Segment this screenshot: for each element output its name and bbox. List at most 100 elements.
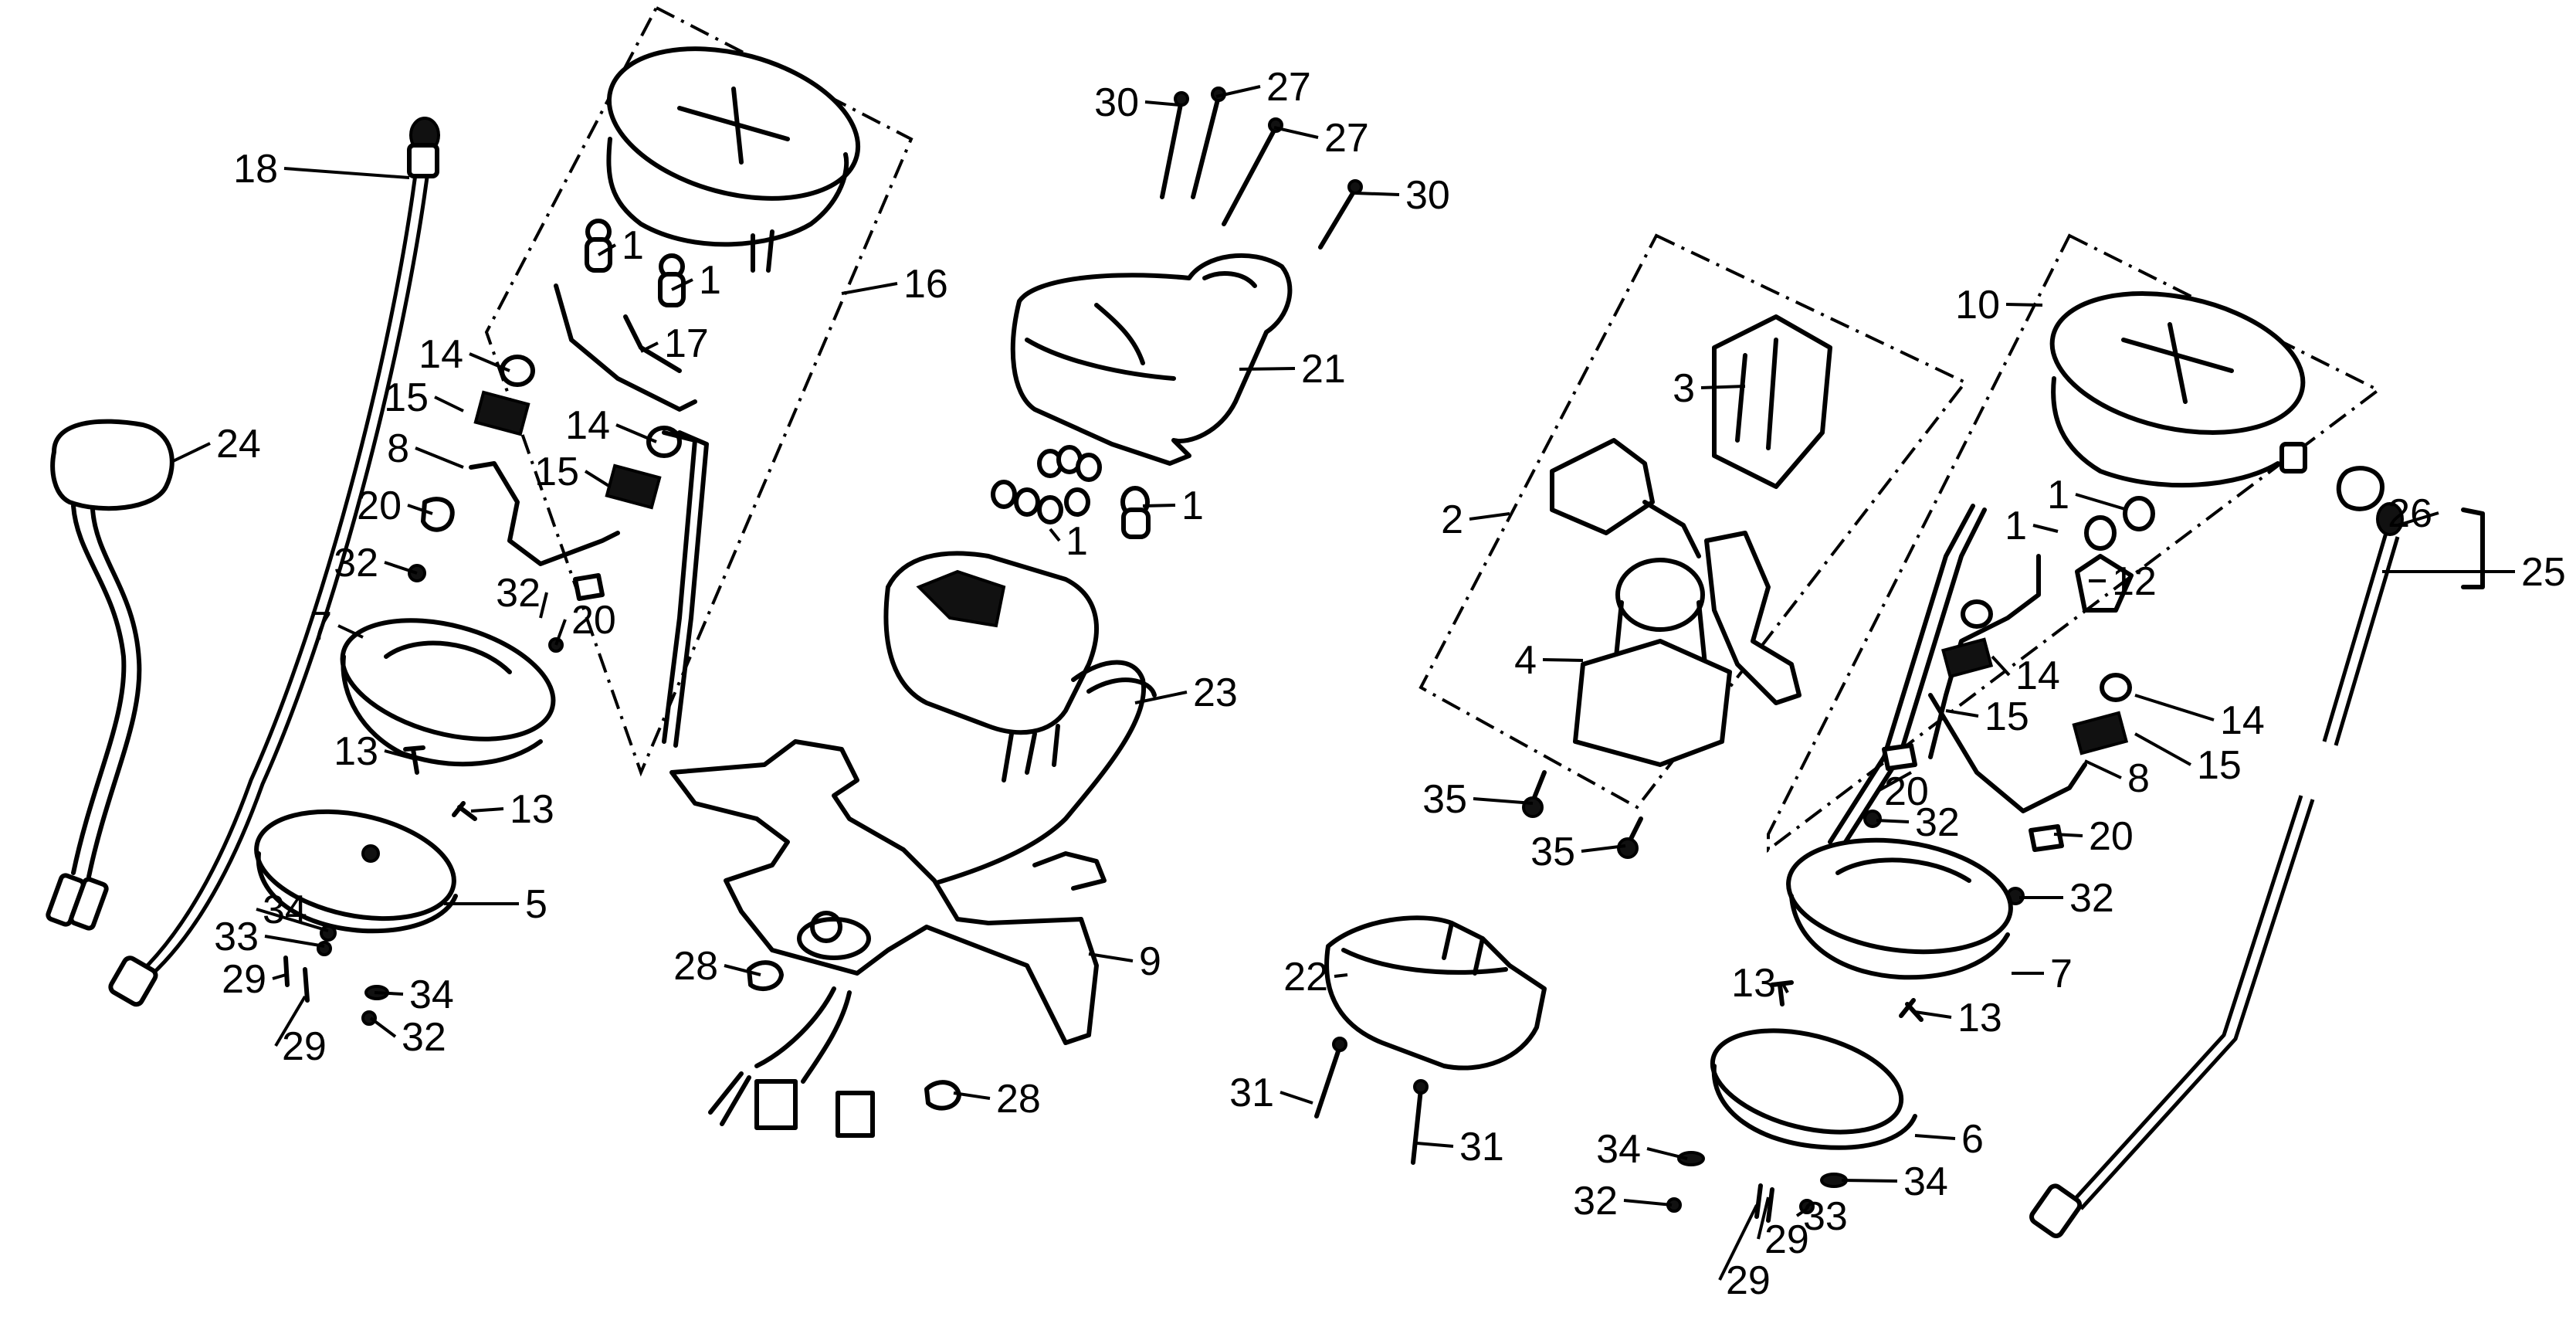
- leader-10: [2005, 303, 2043, 307]
- leader-23: [1134, 691, 1188, 704]
- leader-21: [1239, 367, 1296, 371]
- callout-1: 1: [2047, 473, 2069, 518]
- leader-35: [1473, 797, 1534, 805]
- callout-21: 21: [1301, 347, 1346, 392]
- leader-14: [1991, 655, 2011, 677]
- leader-18: [283, 167, 410, 179]
- callout-13: 13: [334, 729, 378, 774]
- callout-20: 20: [1884, 769, 1929, 814]
- callout-8: 8: [387, 426, 409, 471]
- callout-1: 1: [699, 258, 721, 303]
- leader-15: [434, 395, 464, 412]
- callout-32: 32: [402, 1015, 446, 1060]
- callout-10: 10: [1955, 283, 2000, 328]
- callout-32: 32: [496, 571, 541, 616]
- bulb-cluster: [991, 445, 1151, 539]
- mounting-bolts: [1160, 87, 1363, 249]
- leader-31: [1416, 1142, 1454, 1148]
- leader-20: [2053, 833, 2083, 837]
- leader-24: [171, 442, 211, 463]
- callout-14: 14: [565, 403, 610, 448]
- leader-22: [1334, 973, 1348, 978]
- leader-6: [1914, 1134, 1956, 1140]
- leader-29: [1718, 1204, 1758, 1281]
- leader-15: [584, 470, 612, 488]
- leader-27: [1215, 85, 1261, 98]
- leader-1: [1142, 504, 1176, 507]
- callout-14: 14: [419, 332, 463, 377]
- callout-31: 31: [1459, 1125, 1504, 1169]
- leader-lines: [171, 85, 2515, 1281]
- callout-9: 9: [1139, 939, 1161, 984]
- leader-30: [1144, 100, 1181, 107]
- indicator-switch-block: [883, 551, 1157, 898]
- leader-8: [2084, 759, 2122, 779]
- callout-8: 8: [2127, 756, 2150, 801]
- callout-16: 16: [903, 262, 948, 307]
- callout-13: 13: [1731, 961, 1776, 1006]
- leader-26: [2397, 511, 2439, 527]
- leader-3: [1700, 385, 1746, 389]
- callout-20: 20: [357, 484, 402, 528]
- callout-35: 35: [1530, 830, 1575, 874]
- callout-34: 34: [263, 888, 307, 932]
- leader-28: [953, 1091, 991, 1100]
- callout-35: 35: [1422, 777, 1467, 822]
- callout-34: 34: [1596, 1127, 1641, 1172]
- ignition-switch: [1550, 314, 1832, 767]
- leader-28: [724, 964, 761, 976]
- callout-32: 32: [1915, 800, 1960, 845]
- leader-2: [1469, 512, 1510, 521]
- callout-labels: 1824161117141514815203232207131353433292…: [214, 65, 2566, 1303]
- callout-6: 6: [1961, 1117, 1984, 1162]
- callout-28: 28: [673, 944, 718, 989]
- speedometer-assembly: [254, 46, 861, 1026]
- callout-2: 2: [1441, 497, 1463, 542]
- leader-1: [671, 278, 693, 291]
- meter-bracket: [669, 739, 1107, 1138]
- callout-22: 22: [1283, 955, 1328, 1000]
- leader-29: [272, 973, 286, 980]
- callout-15: 15: [2197, 743, 2242, 788]
- callout-14: 14: [2015, 653, 2060, 698]
- callout-1: 1: [622, 223, 644, 268]
- indicator-lamp: [46, 419, 175, 931]
- callout-25: 25: [2521, 550, 2566, 595]
- leader-9: [1088, 952, 1134, 962]
- speedometer-cable: [108, 117, 440, 1007]
- leader-1: [597, 243, 617, 256]
- leader-8: [415, 446, 464, 469]
- leader-34: [1646, 1147, 1688, 1160]
- group-frame-10: [1767, 233, 2381, 854]
- callout-29: 29: [222, 957, 266, 1002]
- callout-24: 24: [216, 422, 261, 467]
- callout-15: 15: [534, 450, 579, 494]
- callout-5: 5: [525, 882, 547, 927]
- callout-3: 3: [1673, 366, 1695, 411]
- leader-34: [374, 991, 404, 996]
- grommets: [747, 960, 961, 1111]
- leader-34: [1841, 1179, 1898, 1183]
- callout-26: 26: [2388, 491, 2432, 536]
- center-cover: [1010, 253, 1293, 466]
- callout-7: 7: [310, 604, 332, 649]
- leader-27: [1273, 126, 1319, 139]
- callout-31: 31: [1229, 1071, 1274, 1115]
- leader-32: [1876, 819, 1910, 823]
- callout-32: 32: [1573, 1179, 1618, 1224]
- callout-7: 7: [2050, 952, 2073, 996]
- leader-33: [264, 935, 325, 948]
- leader-31: [1280, 1091, 1313, 1105]
- callout-1: 1: [1181, 484, 1204, 528]
- callout-34: 34: [409, 972, 454, 1017]
- callout-1: 1: [1066, 519, 1088, 564]
- leader-34: [256, 908, 329, 932]
- leader-29: [1757, 1197, 1770, 1240]
- callout-29: 29: [1764, 1217, 1809, 1262]
- cover-screws: [1314, 1037, 1429, 1165]
- leader-14: [615, 423, 657, 443]
- callout-1: 1: [2005, 504, 2027, 548]
- leader-7: [337, 624, 364, 639]
- tachometer-assembly: [1666, 291, 2384, 1223]
